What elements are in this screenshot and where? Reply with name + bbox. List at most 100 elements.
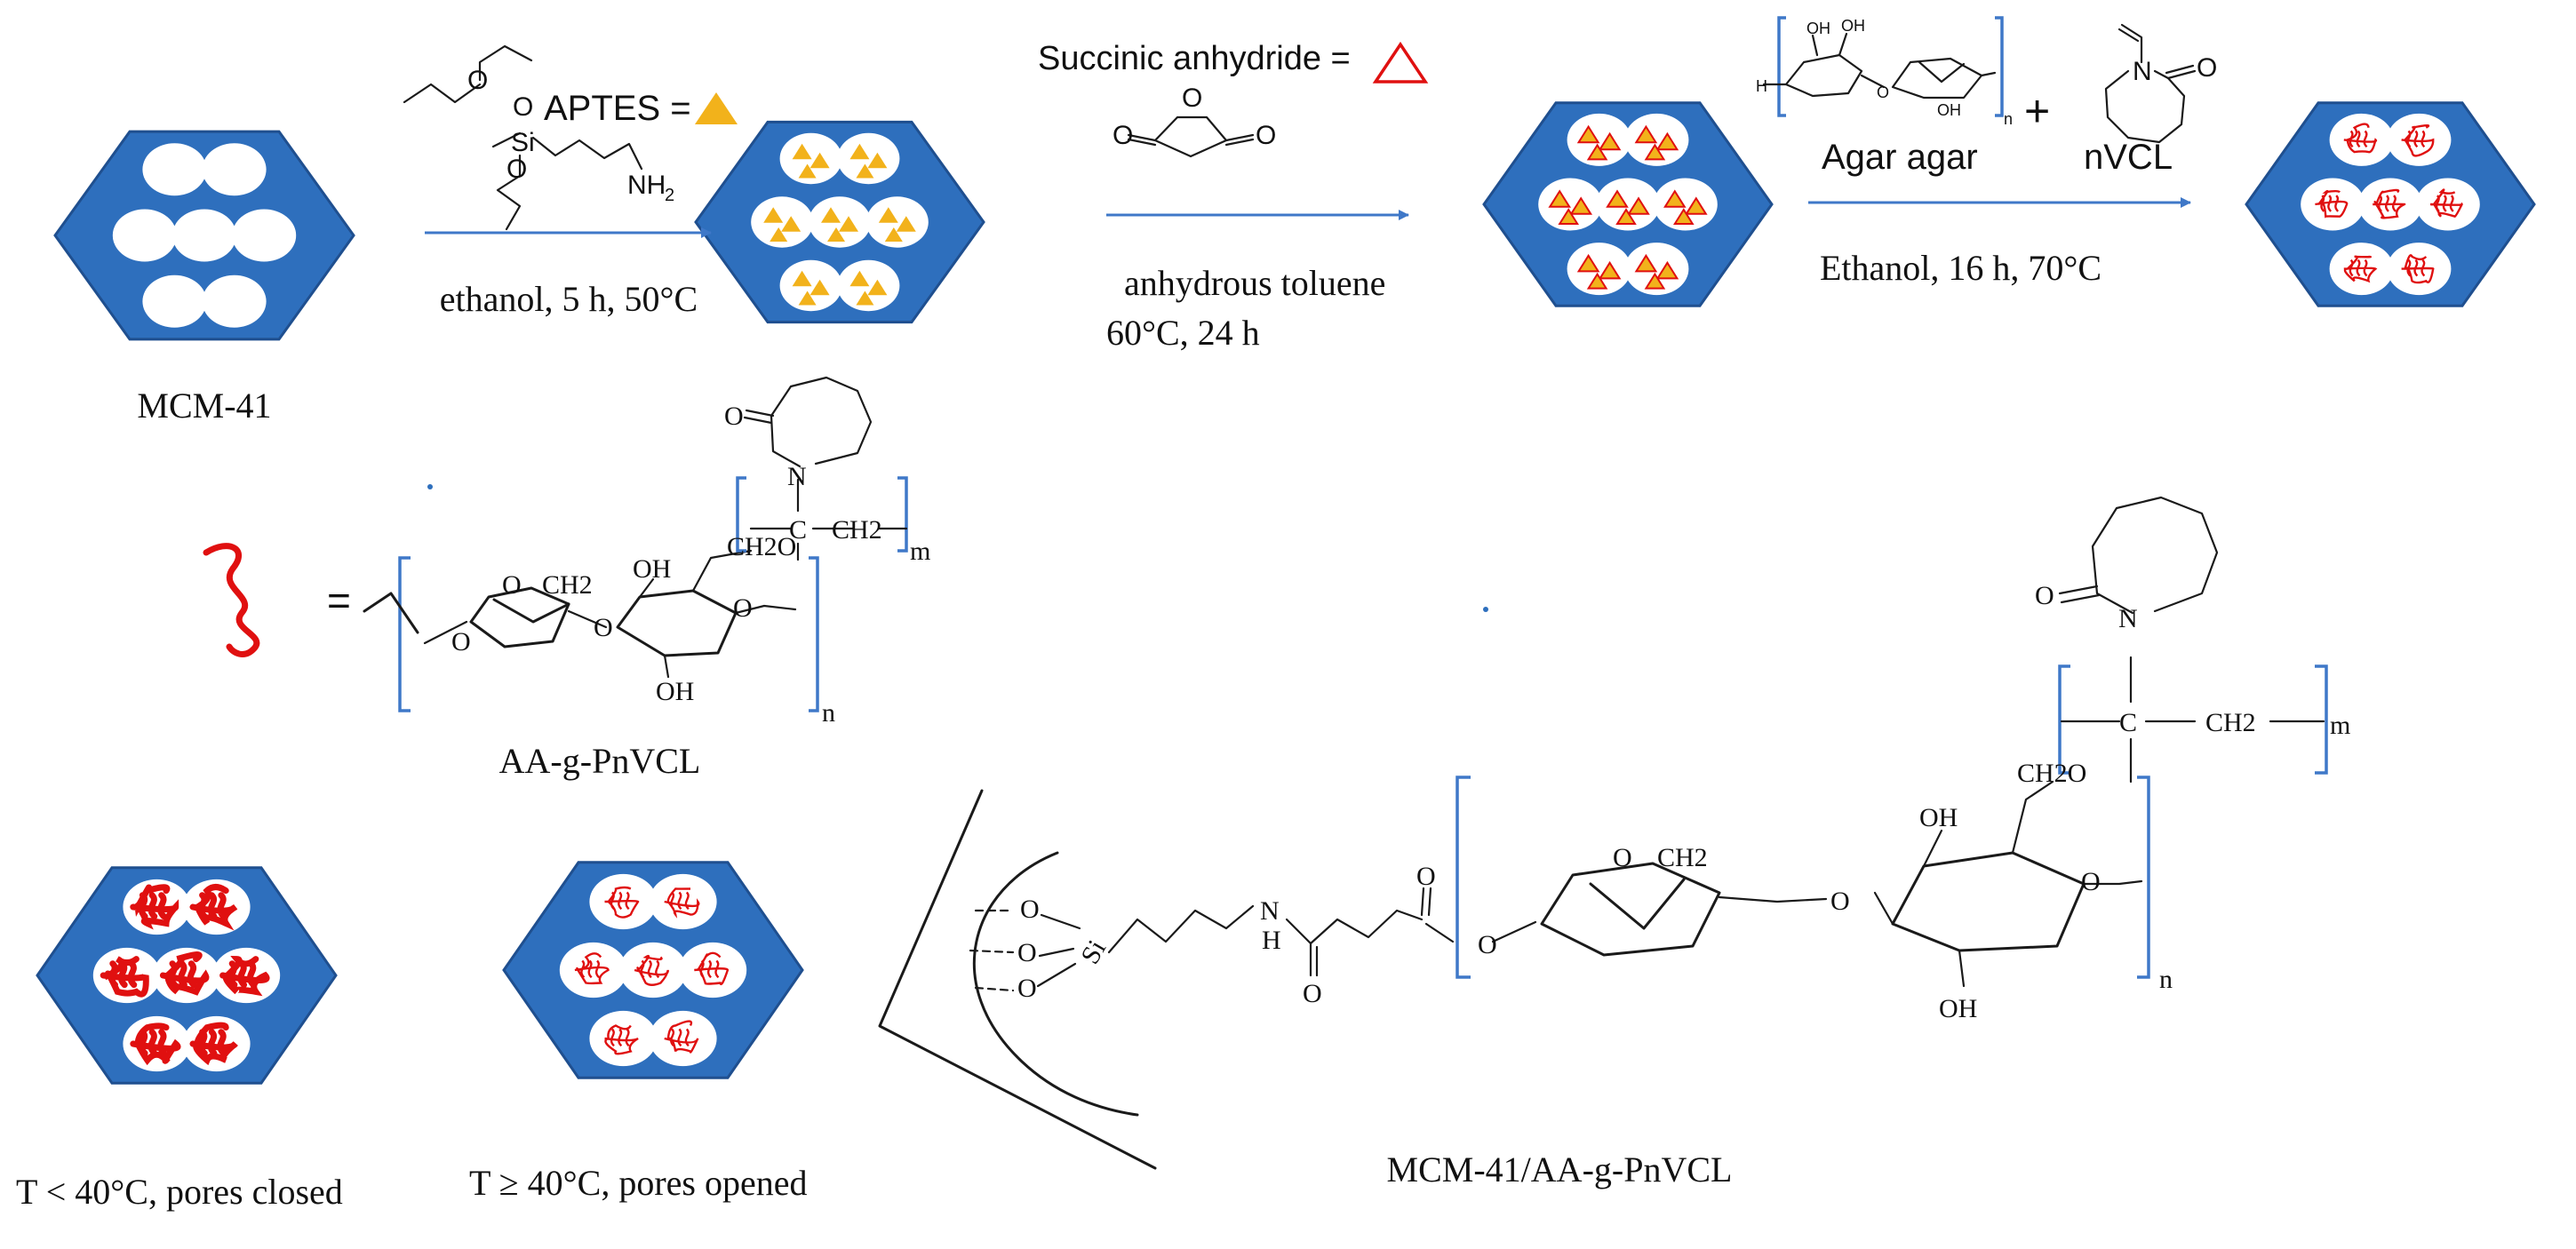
agar-h: H [1756, 77, 1767, 95]
succinic-o-ring: O [1182, 84, 1202, 113]
pore [560, 943, 627, 998]
comp-ch2-bridge: CH2 [1657, 843, 1708, 872]
succinylated-particle [1484, 103, 1772, 306]
step1-conditions: ethanol, 5 h, 50°C [440, 279, 698, 319]
comp-m: m [2330, 711, 2350, 740]
pore [2330, 114, 2394, 166]
coil-equals: = [327, 577, 351, 624]
aa-ch2-bridge: CH2 [542, 570, 593, 600]
mcm41-particle [55, 131, 354, 339]
opened-caption: T ≥ 40°C, pores opened [469, 1163, 808, 1203]
stray-dot-1 [427, 484, 433, 489]
succinic-triangle-icon [1376, 44, 1425, 82]
aa-n-sub: n [822, 698, 835, 728]
agar-label: Agar agar [1822, 138, 1978, 177]
agar-structure: H OH OH O OH n [1756, 17, 2013, 128]
grafted-particle [2246, 103, 2534, 306]
comp-h: H [1262, 926, 1281, 955]
aa-ch2o: CH2O [727, 532, 796, 561]
aptes-functionalized-particle [696, 122, 984, 322]
aa-g-pnvcl-label: AA-g-PnVCL [499, 741, 701, 781]
comp-o-ester-carbonyl: O [1416, 862, 1436, 891]
nvcl-label: nVCL [2084, 138, 2173, 177]
comp-ch2-chain: CH2 [2205, 708, 2256, 737]
pores-closed-particle [37, 868, 336, 1083]
pore [650, 1011, 717, 1066]
comp-oh-top: OH [1919, 803, 1958, 832]
succinic-o-right: O [1256, 121, 1276, 150]
aa-o-link: O [594, 613, 613, 642]
aa-oh-top: OH [633, 554, 671, 584]
pores-opened-particle [504, 863, 802, 1078]
comp-o3: O [1017, 974, 1037, 1003]
aptes-structure: O O Si O NH 2 [404, 46, 674, 229]
succinic-o-left: O [1113, 121, 1133, 150]
aa-o-bridge: O [502, 570, 522, 600]
aa-oh-bottom: OH [656, 677, 694, 706]
comp-n-sub: n [2159, 965, 2173, 994]
succinic-anhydride-structure: O O O [1113, 84, 1276, 156]
agar-o-link: O [1877, 84, 1889, 101]
comp-o2: O [1017, 938, 1037, 967]
agar-oh1: OH [1806, 20, 1830, 37]
aa-m: m [910, 537, 930, 566]
composite-label: MCM-41/AA-g-PnVCL [1387, 1150, 1733, 1189]
step2-solvent: anhydrous toluene [1124, 263, 1385, 303]
agar-oh3: OH [1937, 101, 1961, 119]
pore [203, 275, 267, 328]
pore [232, 209, 296, 261]
aa-g-pnvcl-structure: O O CH2 O OH O OH CH2O C CH2 m N O n [364, 378, 930, 728]
pore [2301, 178, 2365, 230]
agar-oh2: OH [1841, 17, 1865, 35]
aptes-o2: O [513, 92, 533, 122]
aa-o-ring: O [733, 593, 753, 623]
comp-o-ester: O [1478, 930, 1497, 959]
composite-structure: O O O Si N H O O O O CH2 O OH O OH CH2O … [880, 497, 2350, 1168]
pore [142, 275, 206, 328]
aa-o-left: O [451, 627, 471, 656]
aptes-si: Si [511, 128, 535, 157]
aptes-triangle-icon [695, 92, 738, 124]
comp-o-amide: O [1303, 979, 1322, 1008]
nvcl-structure: N O [2106, 25, 2217, 142]
stray-dot-2 [1483, 607, 1488, 612]
agar-n-sub: n [2004, 110, 2013, 128]
aptes-legend: APTES = [544, 89, 691, 128]
pore [619, 943, 687, 998]
pore [650, 874, 717, 929]
aptes-sub2: 2 [665, 186, 674, 205]
pore [2387, 114, 2451, 166]
nvcl-n: N [2133, 57, 2152, 86]
pore [589, 1011, 657, 1066]
aptes-o3: O [506, 155, 527, 184]
pore [203, 143, 267, 195]
closed-caption: T < 40°C, pores closed [16, 1172, 343, 1212]
comp-ch2o: CH2O [2017, 759, 2086, 788]
comp-o-link: O [1830, 887, 1850, 916]
aptes-o1: O [467, 66, 488, 95]
step2-conditions: 60°C, 24 h [1106, 313, 1260, 353]
pore [172, 209, 236, 261]
comp-n-lactam: N [2118, 604, 2138, 633]
comp-n: N [1260, 896, 1280, 926]
step3-conditions: Ethanol, 16 h, 70°C [1820, 248, 2101, 288]
nvcl-o: O [2197, 53, 2217, 83]
aa-c: C [789, 515, 807, 545]
pore [142, 143, 206, 195]
comp-o-carbonyl: O [2035, 581, 2054, 610]
aptes-nh: NH [627, 171, 666, 200]
comp-o-ring: O [2081, 867, 2101, 896]
aa-n: N [787, 462, 807, 491]
pore [679, 943, 746, 998]
succinic-legend: Succinic anhydride = [1038, 40, 1351, 77]
comp-c: C [2119, 708, 2137, 737]
plus-sign: + [2024, 86, 2050, 136]
comp-o-bridge: O [1613, 843, 1632, 872]
comp-oh-bottom: OH [1939, 994, 1977, 1023]
aa-o-carbonyl: O [724, 402, 744, 431]
comp-o1: O [1020, 895, 1040, 924]
pore [113, 209, 177, 261]
polymer-coil-icon [206, 546, 257, 655]
